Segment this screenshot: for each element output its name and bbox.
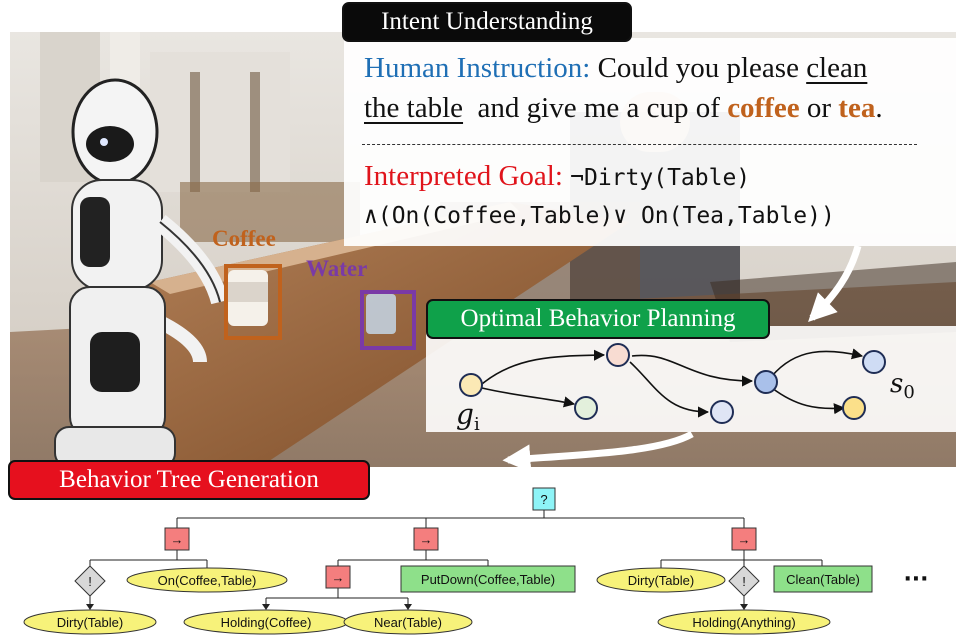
- goal-formula-2: ∧(On(Coffee,Table)∨ On(Tea,Table)): [364, 203, 835, 229]
- sequence-symbol: →: [171, 532, 184, 547]
- water-label: Water: [306, 256, 368, 281]
- condition-label: Holding(Coffee): [221, 615, 312, 630]
- selector-symbol: ?: [540, 492, 547, 507]
- graph-node: [710, 400, 734, 424]
- instruction-text-or: or: [806, 92, 832, 124]
- divider-dashed: [362, 144, 917, 145]
- instruction-text-table: the table: [364, 92, 464, 124]
- goal-prefix: Interpreted Goal:: [364, 160, 563, 192]
- condition-label: Dirty(Table): [628, 573, 694, 588]
- instruction-text-period: .: [875, 92, 883, 124]
- action-node: [773, 565, 873, 593]
- behavior-tree-generation-title: Behavior Tree Generation: [8, 460, 370, 500]
- graph-node: [862, 350, 886, 374]
- sequence-node: [325, 565, 351, 589]
- inverter-node: [728, 565, 760, 597]
- start-symbol: s0: [890, 369, 915, 403]
- sequence-node: [413, 527, 439, 551]
- planning-panel: gi s0: [426, 326, 956, 435]
- arrow-planning-to-tree: [502, 430, 694, 473]
- water-bounding-box: [360, 290, 416, 350]
- goal-formula-1: ¬Dirty(Table): [570, 165, 751, 191]
- planning-graph: gi s0: [456, 343, 915, 435]
- goal-line-1: Interpreted Goal: ¬Dirty(Table): [364, 160, 750, 193]
- goal-line-2: ∧(On(Coffee,Table)∨ On(Tea,Table)): [364, 198, 835, 231]
- behavior-tree: ? → → → → ! ! On(Coffee,Table) Dirty(Tab…: [23, 487, 929, 635]
- instruction-text-1: Could you please: [597, 52, 799, 84]
- sequence-node: [164, 527, 190, 551]
- instruction-line-2: the table and give me a cup of coffee or…: [364, 92, 883, 125]
- arrow-intent-to-planning: [808, 245, 862, 322]
- condition-label: Dirty(Table): [57, 615, 123, 630]
- intent-understanding-title: Intent Understanding: [342, 2, 632, 42]
- condition-node: [343, 609, 473, 635]
- condition-label: Near(Table): [374, 615, 442, 630]
- condition-label: On(Coffee,Table): [158, 573, 257, 588]
- goal-symbol: gi: [456, 398, 480, 432]
- action-label: PutDown(Coffee,Table): [421, 572, 555, 587]
- graph-node-goal: [459, 373, 483, 397]
- inverter-symbol: !: [742, 574, 746, 589]
- condition-node: [126, 567, 288, 593]
- graph-node: [606, 343, 630, 367]
- optimal-behavior-planning-title: Optimal Behavior Planning: [426, 299, 770, 339]
- condition-node: [23, 609, 157, 635]
- action-label: Clean(Table): [786, 572, 860, 587]
- sequence-symbol: →: [332, 570, 345, 585]
- sequence-symbol: →: [738, 532, 751, 547]
- graph-node: [574, 396, 598, 420]
- graph-node-start: [842, 396, 866, 420]
- coffee-bounding-box: [224, 264, 282, 340]
- coffee-label: Coffee: [212, 226, 276, 251]
- selector-node: [532, 487, 556, 511]
- instruction-prefix: Human Instruction:: [364, 52, 591, 84]
- inverter-node: [74, 565, 106, 597]
- condition-node: [596, 567, 726, 593]
- graph-node: [754, 370, 778, 394]
- action-node: [400, 565, 576, 593]
- condition-node: [657, 609, 831, 635]
- instruction-text-coffee: coffee: [727, 92, 800, 124]
- robot-illustration: [54, 78, 229, 467]
- sequence-node: [731, 527, 757, 551]
- instruction-line-1: Human Instruction: Could you please clea…: [364, 52, 867, 85]
- instruction-text-tea: tea: [838, 92, 876, 124]
- sequence-symbol: →: [420, 532, 433, 547]
- instruction-text-give: and give me a cup of: [477, 92, 720, 124]
- ellipsis: ···: [903, 567, 928, 592]
- inverter-symbol: !: [88, 574, 92, 589]
- intent-panel: Human Instruction: Could you please clea…: [344, 38, 956, 246]
- condition-label: Holding(Anything): [692, 615, 795, 630]
- instruction-text-clean: clean: [806, 52, 868, 84]
